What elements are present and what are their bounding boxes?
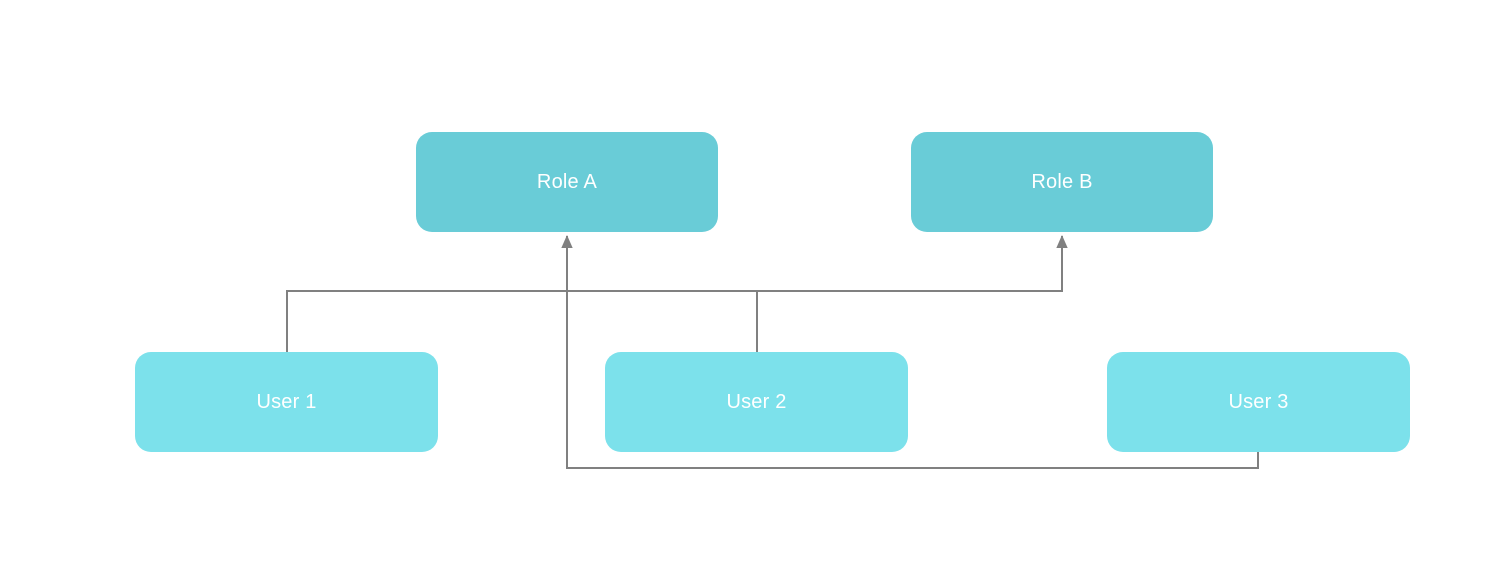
node-role-b[interactable]: Role B [911, 132, 1213, 232]
node-user-2[interactable]: User 2 [605, 352, 908, 452]
node-user-3[interactable]: User 3 [1107, 352, 1410, 452]
node-label-role-b: Role B [1031, 170, 1093, 193]
node-role-a[interactable]: Role A [416, 132, 718, 232]
node-label-user-2: User 2 [726, 390, 787, 413]
edge-user3-to-role-a[interactable] [561, 235, 1259, 469]
node-label-role-a: Role A [536, 170, 598, 193]
node-label-user-3: User 3 [1228, 390, 1289, 413]
node-user-1[interactable]: User 1 [135, 352, 438, 452]
edge-user1-to-role-b[interactable] [286, 235, 1068, 352]
edges-group [286, 235, 1259, 469]
node-label-user-1: User 1 [256, 390, 317, 413]
